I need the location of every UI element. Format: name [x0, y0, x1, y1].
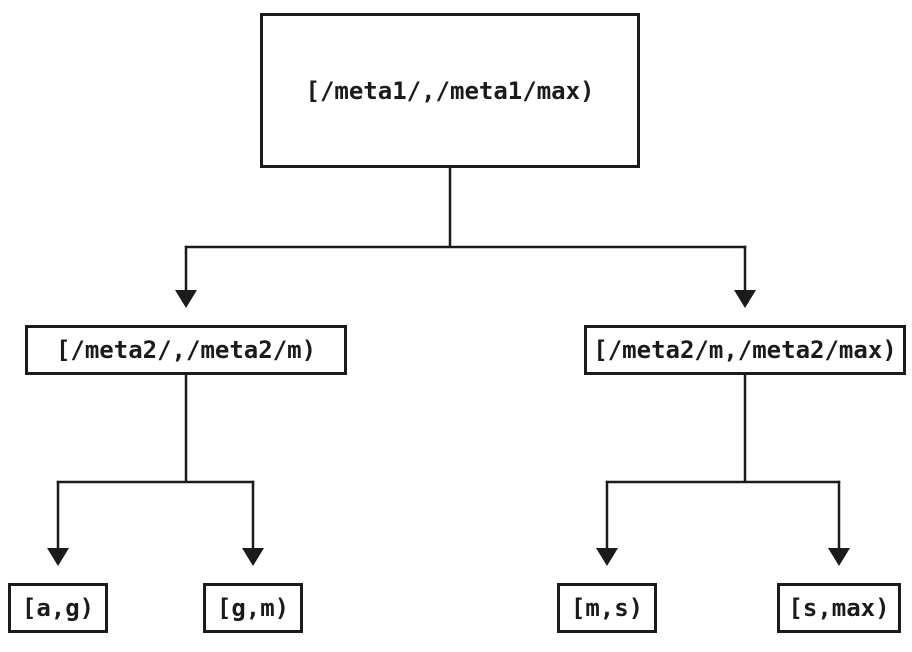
- tree-node-label: [/meta1/,/meta1/max): [305, 76, 595, 105]
- tree-node-leaf-g-m: [g,m): [203, 583, 303, 633]
- arrow-down-icon: [175, 290, 197, 308]
- tree-node-meta2-left: [/meta2/,/meta2/m): [25, 325, 347, 375]
- tree-node-leaf-s-max: [s,max): [777, 583, 901, 633]
- tree-node-meta2-right: [/meta2/m,/meta2/max): [584, 325, 906, 375]
- arrow-down-icon: [596, 548, 618, 566]
- tree-node-label: [g,m): [216, 594, 290, 622]
- tree-node-label: [/meta2/m,/meta2/max): [593, 336, 897, 364]
- arrow-down-icon: [734, 290, 756, 308]
- tree-node-label: [a,g): [21, 594, 95, 622]
- arrow-down-icon: [242, 548, 264, 566]
- arrow-down-icon: [828, 548, 850, 566]
- tree-node-label: [m,s): [570, 594, 644, 622]
- tree-node-label: [s,max): [788, 594, 890, 622]
- connector-meta2-left-to-leaves: [47, 375, 264, 566]
- tree-node-label: [/meta2/,/meta2/m): [55, 336, 317, 364]
- connector-root-to-level2: [175, 168, 756, 308]
- connector-meta2-right-to-leaves: [596, 375, 850, 566]
- tree-node-root: [/meta1/,/meta1/max): [260, 13, 640, 168]
- arrow-down-icon: [47, 548, 69, 566]
- tree-node-leaf-a-g: [a,g): [8, 583, 108, 633]
- tree-node-leaf-m-s: [m,s): [557, 583, 657, 633]
